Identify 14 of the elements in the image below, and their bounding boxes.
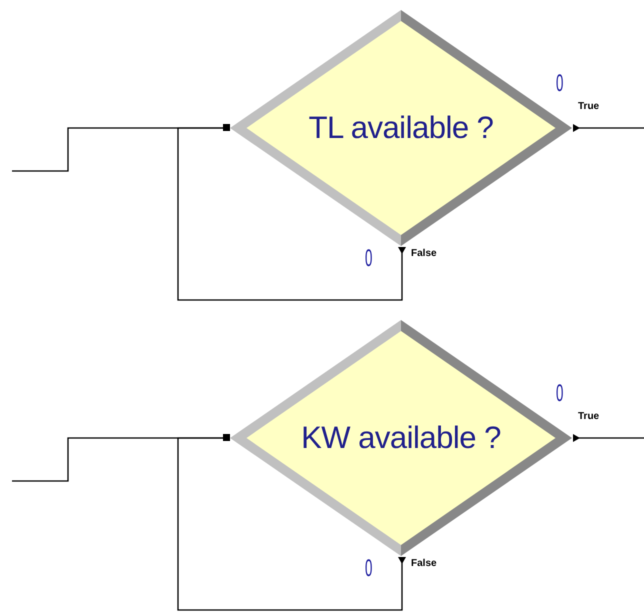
connector [573, 124, 644, 132]
count-label: 0 [365, 557, 372, 581]
edge-label: True [578, 412, 600, 422]
connector [177, 124, 406, 301]
edge-label: True [578, 102, 600, 112]
count-label: 0 [556, 72, 564, 96]
count-label: 0 [365, 247, 372, 271]
edge-label: False [411, 249, 437, 259]
decision-label: KW available ? [301, 420, 501, 456]
decision-label: TL available ? [308, 110, 494, 146]
count-label: 0 [556, 382, 564, 406]
edge-label: False [411, 559, 437, 569]
connector [573, 434, 644, 442]
connector [177, 434, 406, 611]
